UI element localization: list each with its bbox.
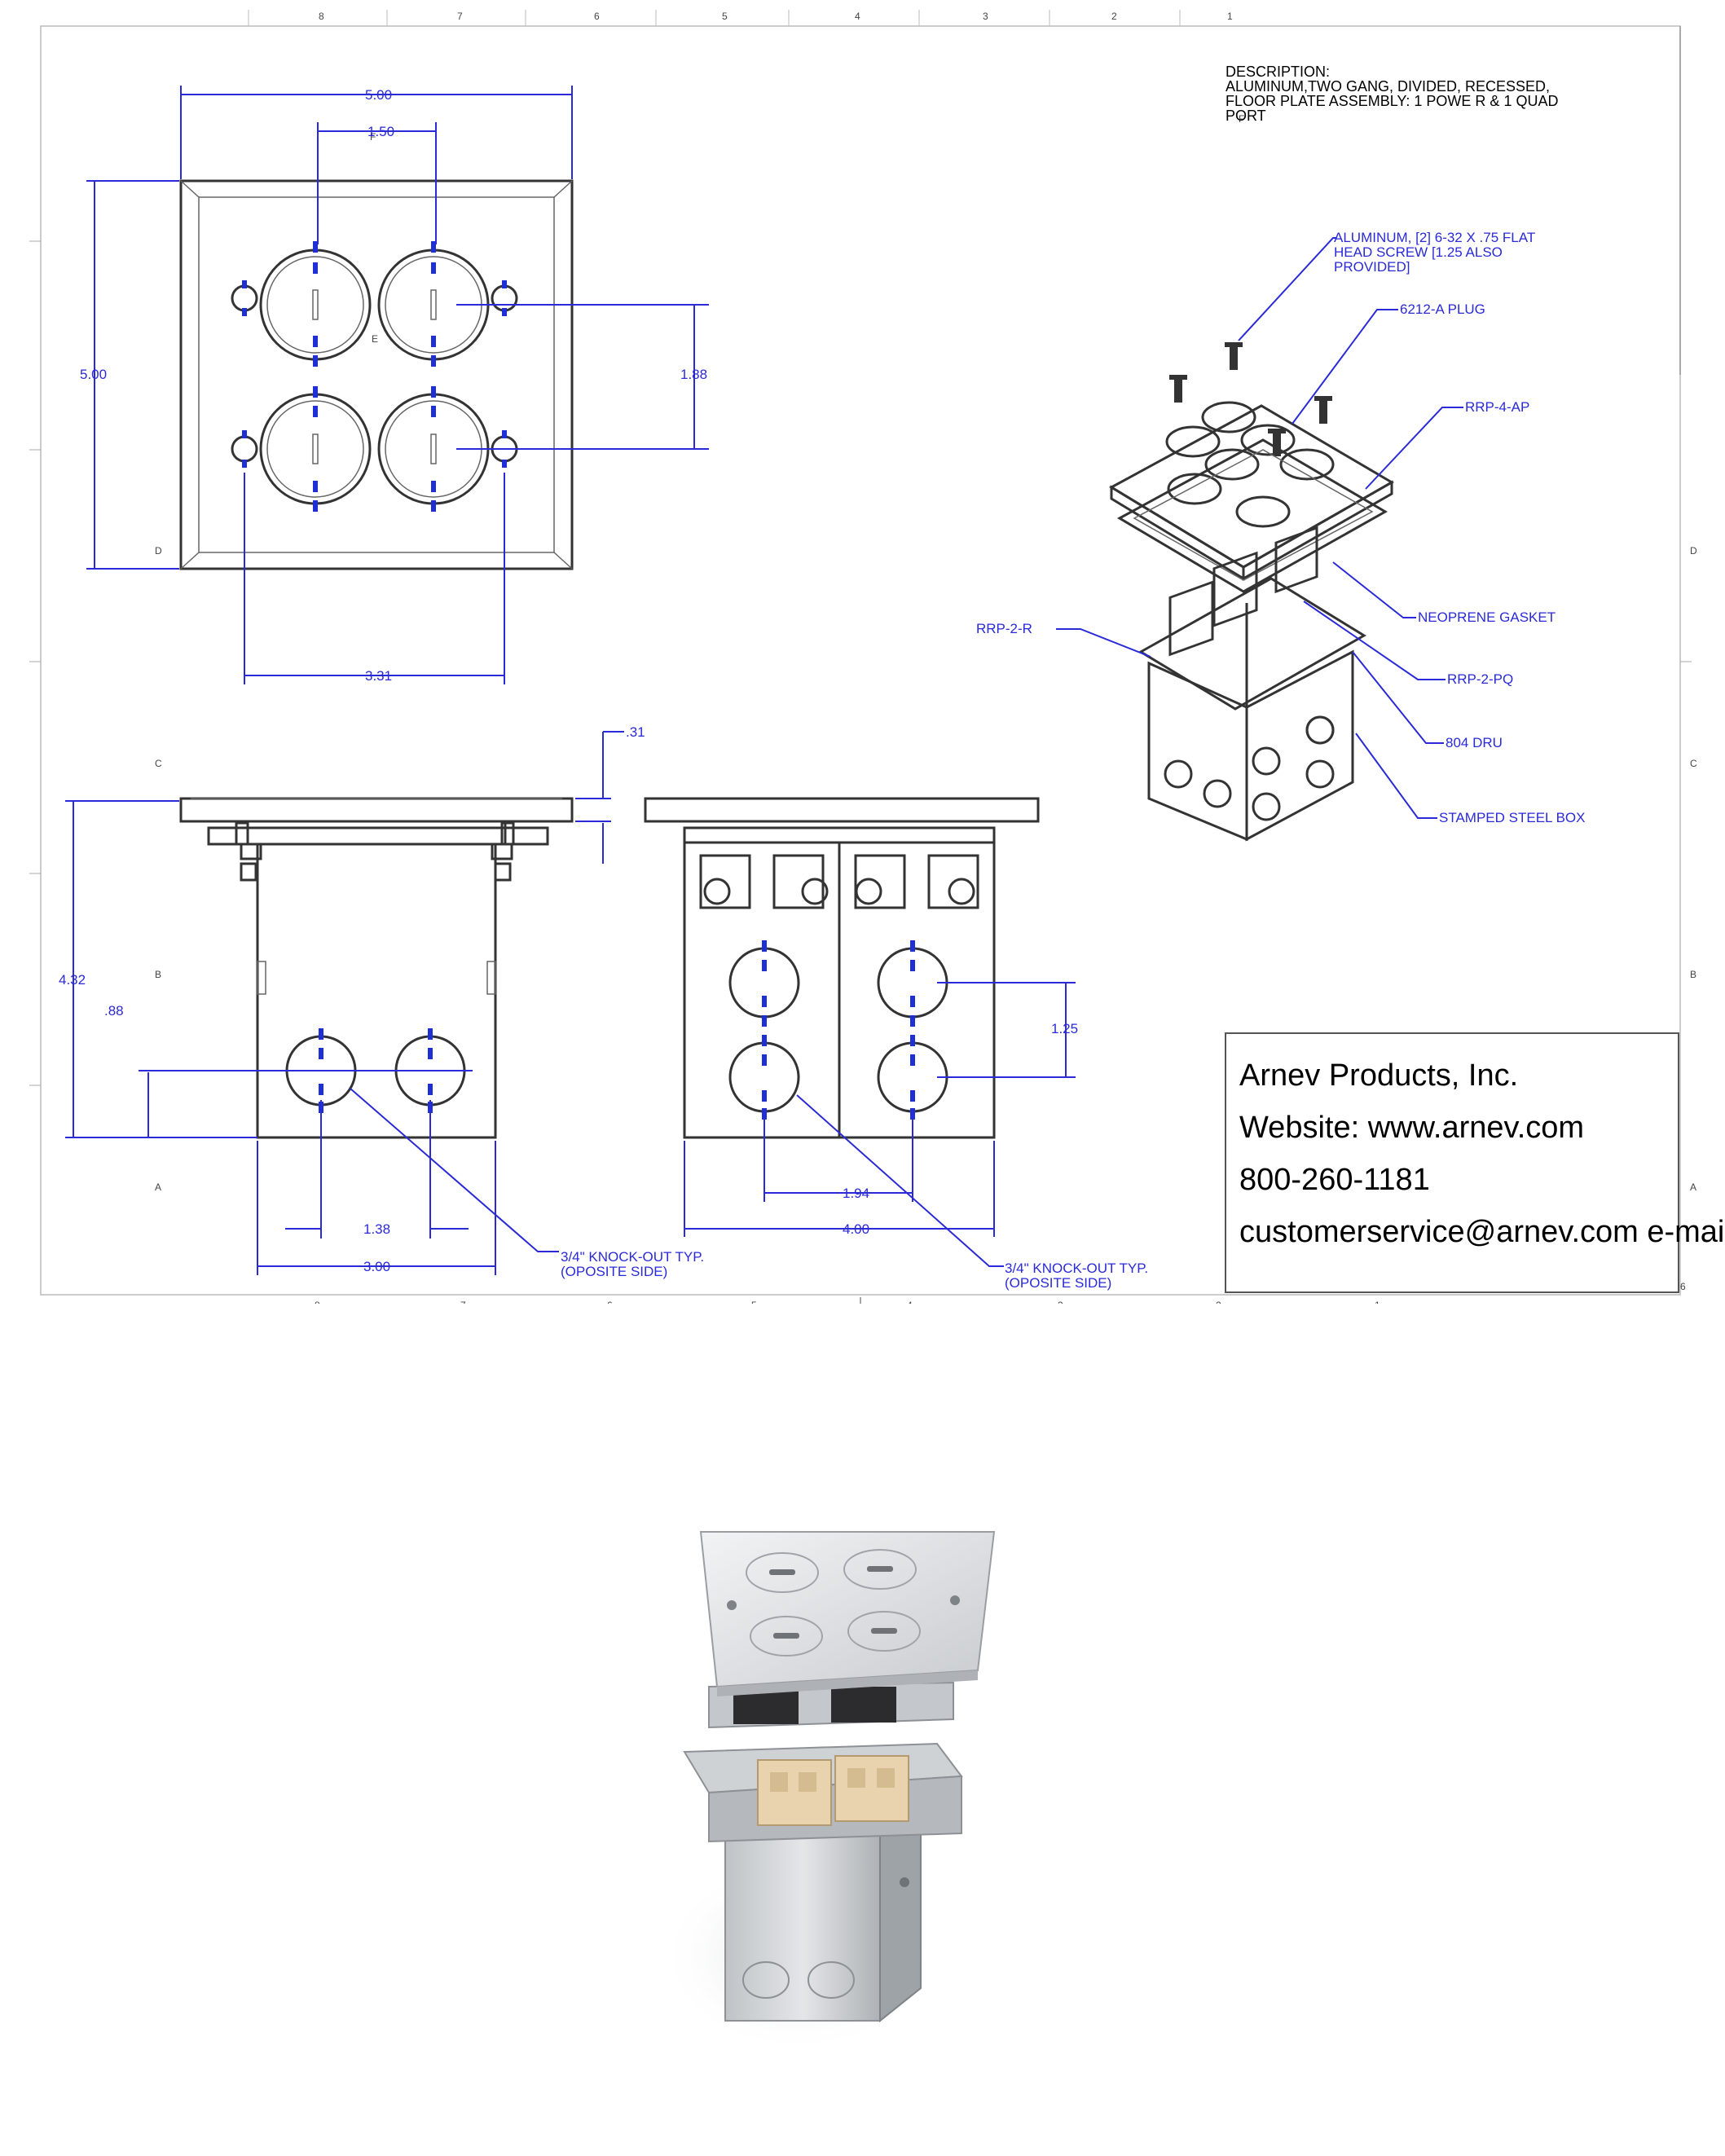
dim-row-spacing: 1.88 — [680, 367, 707, 382]
col-label: 2 — [1111, 11, 1117, 22]
col-label: 7 — [457, 11, 463, 22]
row-label: D — [1690, 545, 1697, 557]
description-line: PORT — [1226, 108, 1266, 124]
col-label: 5 — [722, 11, 728, 22]
row-label: C — [1690, 758, 1697, 769]
zone-mark: 6 — [1680, 1281, 1686, 1292]
dim-side-ko-spacing: 1.38 — [363, 1221, 390, 1237]
col-label: 4 — [855, 11, 860, 22]
col-label: 6 — [607, 1300, 613, 1304]
callout-plate: RRP-4-AP — [1465, 399, 1529, 415]
title-description: DESCRIPTION: ALUMINUM,TWO GANG, DIVIDED,… — [1226, 64, 1558, 124]
description-line: FLOOR PLATE ASSEMBLY: 1 POWE R & 1 QUAD — [1226, 93, 1558, 109]
photo-receptacle-insert — [757, 1759, 832, 1826]
screw — [1314, 396, 1332, 424]
dim-top-height: 5.00 — [80, 367, 107, 382]
top-view-dimensions: 5.00 1.50 5.00 1.88 3.31 — [80, 86, 709, 684]
callout-plug: 6212-A PLUG — [1400, 301, 1485, 317]
sheet-border — [40, 25, 1681, 1296]
screw-hole — [491, 284, 518, 312]
screw-hole — [231, 284, 258, 312]
product-photo — [660, 1531, 996, 2053]
row-label: C — [155, 758, 162, 769]
dim-side-ko-height: .88 — [104, 1003, 124, 1019]
screw — [1169, 375, 1187, 403]
callout-knockout-front: (OPOSITE SIDE) — [1005, 1275, 1111, 1291]
row-labels: D C B A D C B A F E F 6 — [155, 113, 1697, 1292]
col-label: 8 — [315, 1300, 320, 1304]
dim-front-ko-vertical: 1.25 — [1051, 1021, 1078, 1036]
dim-top-width: 5.00 — [365, 87, 392, 103]
col-label: 1 — [1375, 1300, 1380, 1304]
col-label: 5 — [751, 1300, 757, 1304]
zone-mark: F — [1239, 113, 1244, 125]
photo-divider-assembly — [683, 1742, 963, 1843]
col-label: 8 — [319, 11, 324, 22]
contact-info-box: Arnev Products, Inc. Website: www.arnev.… — [1225, 1032, 1725, 1293]
col-label: 2 — [1216, 1300, 1221, 1304]
callout-knockout-side: (OPOSITE SIDE) — [561, 1264, 667, 1279]
row-label: B — [155, 969, 161, 980]
dim-screw-spacing: 3.31 — [365, 668, 392, 684]
callout-knockout-front: 3/4" KNOCK-OUT TYP. — [1005, 1261, 1148, 1276]
top-view-plate — [179, 179, 574, 570]
dim-side-height: 4.32 — [59, 972, 86, 988]
row-label: A — [155, 1181, 161, 1193]
photo-box — [724, 1799, 922, 2023]
col-label: 3 — [983, 11, 988, 22]
dim-front-ko-spacing: 1.94 — [843, 1186, 869, 1201]
front-view — [644, 797, 1040, 1139]
col-label: 7 — [460, 1300, 466, 1304]
company-phone: 800-260-1181 — [1239, 1163, 1430, 1197]
dim-front-width: 4.00 — [843, 1221, 869, 1237]
dim-plug-spacing: 1.50 — [367, 124, 394, 139]
callout-screw: PROVIDED] — [1334, 259, 1410, 275]
col-label: 6 — [594, 11, 600, 22]
bottom-column-labels: 8 7 6 5 4 3 2 1 — [315, 1300, 1380, 1304]
row-label: D — [155, 545, 162, 557]
side-view-dimensions: 4.32 .88 .31 1.38 3.00 3/4" KNOCK-OUT TY… — [59, 724, 704, 1279]
assembly-callouts: ALUMINUM, [2] 6-32 X .75 FLAT HEAD SCREW… — [976, 230, 1586, 825]
callout-gasket: NEOPRENE GASKET — [1418, 609, 1556, 625]
col-label: 4 — [907, 1300, 913, 1304]
front-view-dimensions: 1.25 1.94 4.00 3/4" KNOCK-OUT TYP. (OPOS… — [684, 982, 1148, 1291]
company-name: Arnev Products, Inc. — [1239, 1058, 1519, 1093]
top-column-labels: 8 7 6 5 4 3 2 1 — [319, 11, 1233, 22]
zone-mark: E — [372, 333, 378, 345]
callout-box: STAMPED STEEL BOX — [1439, 810, 1586, 825]
description-line: ALUMINUM,TWO GANG, DIVIDED, RECESSED, — [1226, 78, 1550, 95]
photo-floor-plate — [699, 1531, 996, 1696]
col-label: 3 — [1058, 1300, 1063, 1304]
company-website: Website: www.arnev.com — [1239, 1111, 1585, 1145]
engineering-drawing-sheet: 8 7 6 5 4 3 2 1 8 7 6 5 4 3 2 1 D C B A … — [29, 10, 1697, 1304]
description-title: DESCRIPTION: — [1226, 64, 1330, 80]
screw — [1268, 429, 1286, 456]
callout-screw: ALUMINUM, [2] 6-32 X .75 FLAT — [1334, 230, 1535, 245]
photo-receptacle-insert — [834, 1755, 909, 1822]
dim-plate-thickness: .31 — [626, 724, 645, 740]
dim-side-width: 3.00 — [363, 1259, 390, 1274]
callout-receptacle-right: RRP-2-PQ — [1447, 671, 1513, 687]
row-label: A — [1690, 1181, 1696, 1193]
callout-receptacle-left: RRP-2-R — [976, 621, 1032, 636]
side-view — [179, 797, 574, 1139]
callout-knockout-side: 3/4" KNOCK-OUT TYP. — [561, 1249, 704, 1265]
zone-mark: F — [370, 131, 376, 143]
callout-screw: HEAD SCREW [1.25 ALSO — [1334, 244, 1503, 260]
screw — [1225, 342, 1243, 370]
col-label: 1 — [1227, 11, 1233, 22]
exploded-assembly — [1108, 342, 1394, 842]
row-label: B — [1690, 969, 1696, 980]
screw-hole — [231, 435, 258, 463]
company-email: customerservice@arnev.com e-mail — [1239, 1215, 1725, 1249]
callout-divider: 804 DRU — [1446, 735, 1503, 750]
